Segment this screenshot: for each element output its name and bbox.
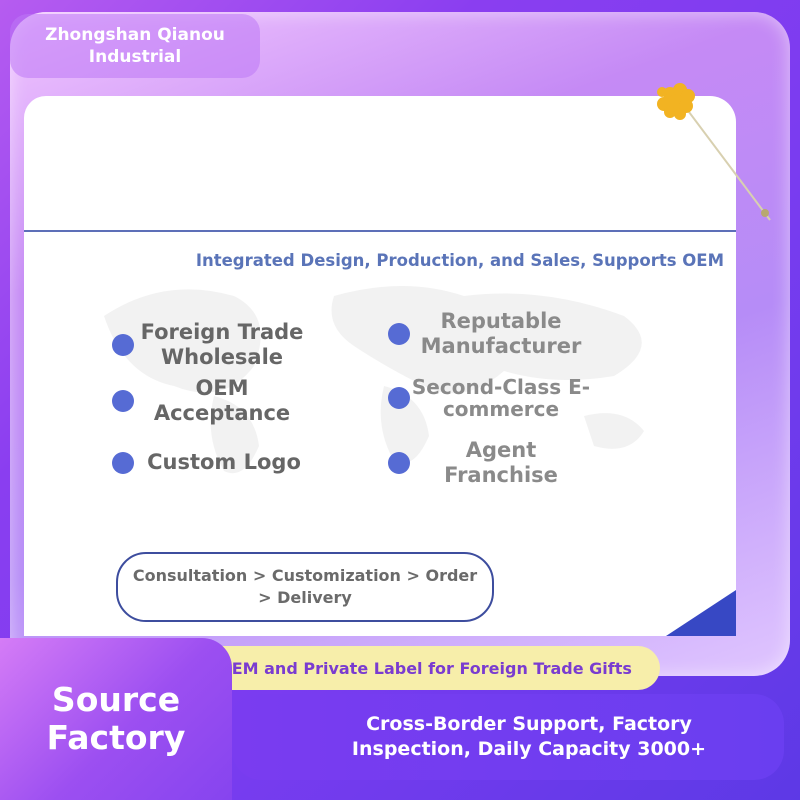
headline: Integrated Design, Production, and Sales… — [195, 251, 724, 270]
services-text: Cross-Border Support, Factory Inspection… — [351, 713, 707, 760]
feature-label: Agent Franchise — [444, 438, 558, 487]
bullet-dot-icon — [388, 387, 410, 409]
header-divider — [24, 230, 736, 232]
feature-label: Second-Class E-commerce — [411, 375, 591, 421]
gift-label-bar: OEM and Private Label for Foreign Trade … — [190, 646, 660, 690]
bullet-dot-icon — [112, 390, 134, 412]
bullet-dot-icon — [112, 334, 134, 356]
gift-label: OEM and Private Label for Foreign Trade … — [218, 658, 632, 678]
corner-triangle-decoration — [666, 590, 736, 636]
feature-label: OEM Acceptance — [153, 376, 291, 425]
world-map-watermark — [104, 286, 644, 474]
bullet-dot-icon — [112, 451, 134, 474]
feature-oem-acceptance: OEM Acceptance — [112, 376, 310, 426]
feature-label: Reputable Manufacturer — [420, 309, 582, 358]
content-panel: Integrated Design, Production, and Sales… — [24, 96, 736, 636]
bullet-dot-icon — [388, 452, 410, 474]
feature-label: Custom Logo — [147, 450, 301, 474]
feature-agent-franchise: Agent Franchise — [388, 438, 592, 488]
source-factory-badge: Source Factory — [0, 638, 232, 800]
process-steps: Consultation > Customization > Order > D… — [132, 566, 478, 607]
feature-custom-logo: Custom Logo — [112, 450, 314, 475]
company-name-tab: Zhongshan Qianou Industrial — [10, 14, 260, 78]
source-factory-label: Source Factory — [46, 680, 186, 757]
flower-decoration-icon — [657, 83, 771, 221]
feature-reputable-manufacturer: Reputable Manufacturer — [388, 309, 592, 359]
services-bar: Cross-Border Support, Factory Inspection… — [232, 694, 784, 780]
feature-foreign-trade-wholesale: Foreign Trade Wholesale — [112, 320, 310, 370]
bullet-dot-icon — [388, 323, 410, 345]
process-steps-box: Consultation > Customization > Order > D… — [116, 552, 494, 622]
feature-second-class-ecommerce: Second-Class E-commerce — [388, 376, 592, 420]
company-name: Zhongshan Qianou Industrial — [45, 25, 225, 67]
feature-label: Foreign Trade Wholesale — [140, 320, 304, 369]
